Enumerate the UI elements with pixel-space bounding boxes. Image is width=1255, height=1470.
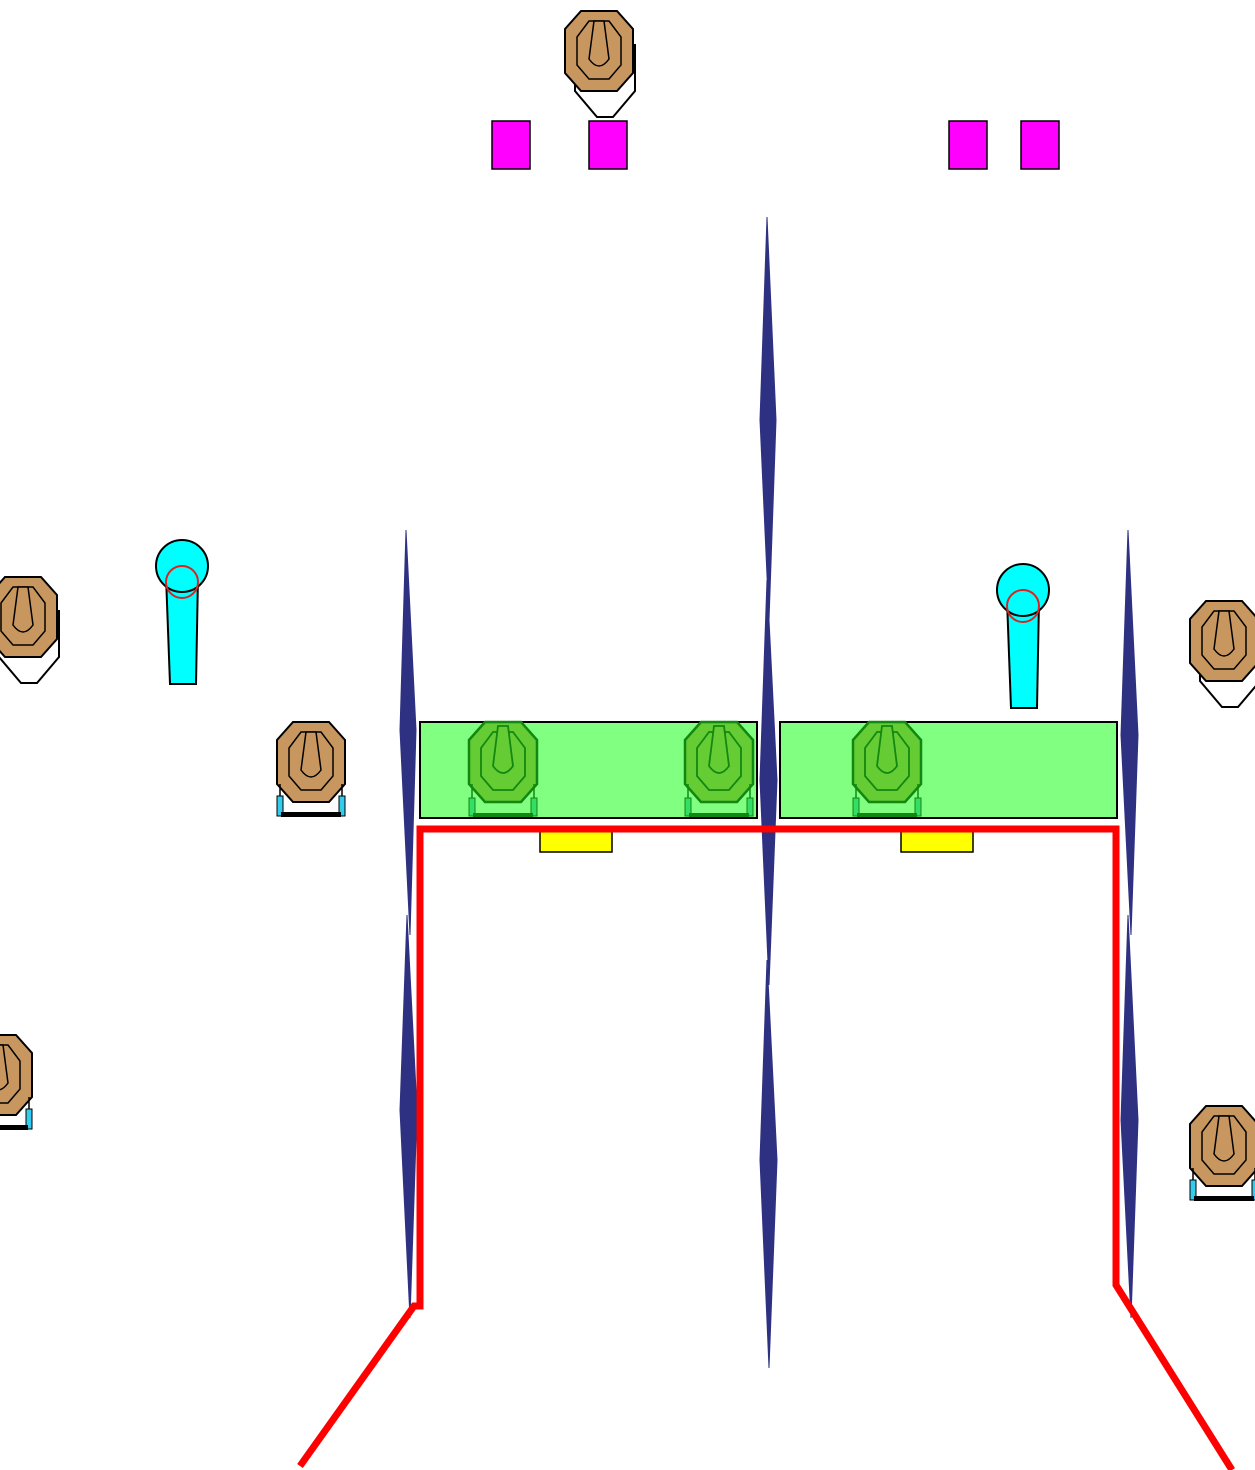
walls-group [399,216,1139,1369]
steel-plate-2 [948,120,988,170]
wall-center-upper [759,216,777,621]
fault-line [297,825,1235,1470]
paper-target-right-lower [1189,1105,1255,1202]
wall-center-middle [759,579,778,986]
barrel-marker-left [539,829,613,853]
shoot-box-right [779,721,1118,819]
steel-plates-group [491,120,1060,170]
steel-plate-3 [1020,120,1060,170]
steel-plate-4 [588,120,628,170]
popper-right [996,563,1050,709]
wall-left-upper [399,529,417,936]
paper-target-left-edge-upper [0,576,60,684]
paper-target-top [564,10,636,118]
wall-right-upper [1120,529,1139,936]
paper-target-left-edge-lower [0,1034,33,1131]
paper-target-right-upper [1189,600,1255,708]
barrel-marker-right [900,829,974,853]
wall-right-lower [1120,914,1139,1319]
popper-left [155,539,209,685]
steel-plate-1 [491,120,531,170]
paper-target-left-inner [276,721,346,818]
wall-center-lower [759,959,778,1369]
wall-left-lower [399,914,418,1319]
